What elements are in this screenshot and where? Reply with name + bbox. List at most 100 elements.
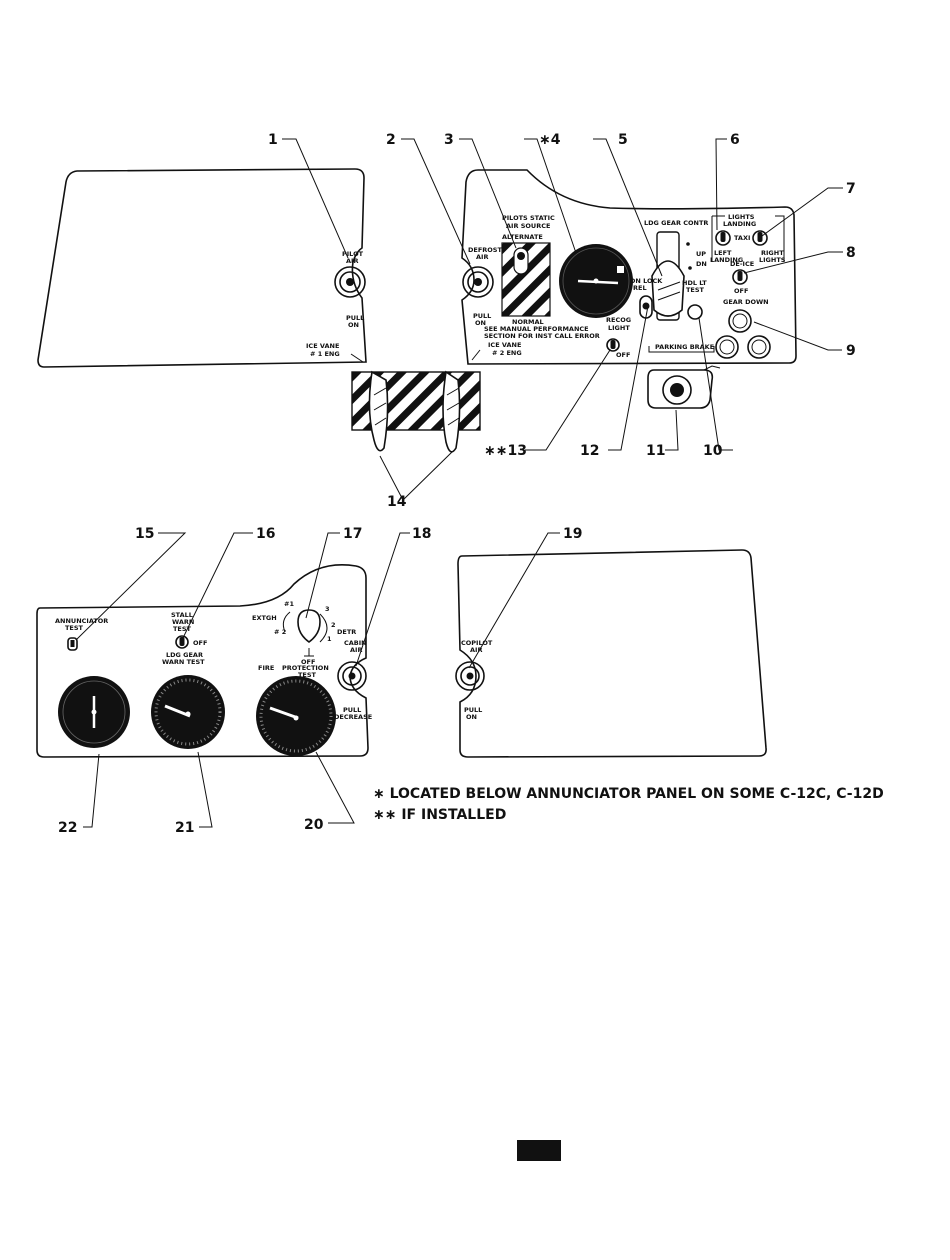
hdl-lt-test-button[interactable] [687, 304, 703, 320]
pilot-air-knob[interactable] [334, 266, 366, 298]
power-lever-right[interactable] [442, 370, 461, 453]
gear-down-light [728, 309, 752, 333]
stall-warn-label-3: TEST [173, 625, 192, 633]
ldg-gear-contr-label: LDG GEAR CONTR [644, 219, 708, 227]
gear-handle[interactable] [651, 260, 685, 317]
right-lights-label-2: LIGHTS [759, 256, 786, 264]
callout-1: 1 [268, 132, 278, 148]
extgh-label: EXTGH [252, 614, 277, 622]
ldg-gear-warn-label-2: WARN TEST [162, 658, 205, 666]
center-subpanel: DEFROST AIR PULL ON PILOTS STATIC AIR SO… [461, 169, 797, 365]
callout-22: 22 [58, 820, 77, 836]
defrost-label: DEFROST [468, 246, 502, 254]
fp-test-label: TEST [298, 671, 317, 679]
ice-vane-1-label-2: # 1 ENG [310, 350, 340, 358]
callout-numbers: 1 2 3 ∗4 5 6 7 8 9 10 11 12 ∗∗13 14 15 1… [58, 132, 856, 836]
right-subpanel: COPILOT AIR PULL ON [455, 549, 767, 758]
callout-9: 9 [846, 343, 856, 359]
deice-off-label: OFF [734, 287, 748, 295]
cabin-air-label-2: AIR [350, 646, 362, 654]
gauge-4 [559, 244, 633, 318]
annunciator-test-switch[interactable] [67, 637, 78, 651]
callout-11: 11 [646, 443, 665, 459]
gear-dn-label: DN [696, 260, 707, 268]
pilot-air-label-2: AIR [346, 257, 358, 265]
stall-off-label: OFF [193, 639, 207, 647]
callout-16: 16 [256, 526, 275, 542]
lower-left-subpanel: ANNUNCIATOR TEST STALL WARN TEST OFF LDG… [36, 564, 372, 758]
callout-13: ∗∗13 [484, 443, 527, 459]
ice-vane-1-label: ICE VANE [306, 342, 339, 350]
manual-note: SEE MANUAL PERFORMANCE [484, 325, 589, 333]
footnote-1: ∗ LOCATED BELOW ANNUNCIATOR PANEL ON SOM… [373, 786, 884, 802]
left-subpanel: PILOT AIR PULL ON ICE VANE # 1 ENG [37, 168, 367, 368]
detr-label: DETR [337, 628, 356, 636]
callout-18: 18 [412, 526, 431, 542]
gear-down-light-right [747, 335, 771, 359]
protection-label: PROTECTION [282, 664, 329, 672]
copilot-pull-label: PULL [464, 706, 482, 714]
recog-off-label: OFF [616, 351, 630, 359]
annunciator-test-label-2: TEST [65, 624, 84, 632]
page-number-tab [517, 1140, 561, 1161]
ice-vane-2-label: ICE VANE [488, 341, 521, 349]
left-landing-label-2: LANDING [710, 256, 743, 264]
taxi-label: TAXI [734, 234, 750, 242]
gauge-22 [58, 676, 130, 748]
deice-label: DE-ICE [730, 260, 754, 268]
recog-light-label-2: LIGHT [608, 324, 630, 332]
static-source-label-2: AIR SOURCE [506, 222, 550, 230]
stall-warn-label-2: WARN [172, 618, 194, 626]
detr-3-label: 3 [325, 605, 330, 613]
copilot-air-label: COPILOT [461, 639, 493, 647]
stall-warn-label: STALL [171, 611, 193, 619]
taxi-light-switch[interactable] [752, 230, 768, 246]
deice-switch[interactable] [732, 269, 748, 285]
pilot-air-label: PILOT [342, 250, 364, 258]
callout-20: 20 [304, 817, 324, 833]
dn-lock-label-2: REL [633, 284, 647, 292]
callout-12: 12 [580, 443, 599, 459]
copilot-air-label-2: AIR [470, 646, 482, 654]
gear-up-label: UP [696, 250, 706, 258]
alternate-label: ALTERNATE [502, 233, 543, 241]
normal-label: NORMAL [512, 318, 544, 326]
left-landing-label: LEFT [714, 249, 732, 257]
stall-warn-switch[interactable] [175, 635, 189, 649]
pull-on-label: PULL [346, 314, 364, 322]
callout-8: 8 [846, 245, 856, 261]
ldg-gear-warn-label: LDG GEAR [166, 651, 203, 659]
gear-down-label: GEAR DOWN [723, 298, 769, 306]
power-lever-left[interactable] [368, 370, 389, 452]
callout-10: 10 [703, 443, 723, 459]
copilot-on-label: ON [466, 713, 477, 721]
gear-down-light-left [715, 335, 739, 359]
gauge-20 [256, 676, 336, 756]
ext-2-label: # 2 [274, 628, 286, 636]
lights-label: LIGHTS [728, 213, 755, 221]
hdl-lt-test-label: HDL LT [682, 279, 707, 287]
power-lever-quadrant [351, 370, 481, 453]
recog-light-switch[interactable] [606, 338, 620, 352]
footnote-2: ∗∗ IF INSTALLED [373, 807, 506, 823]
pull-decrease-label-2: DECREASE [334, 713, 372, 721]
center-pull-label: PULL [473, 312, 491, 320]
cabin-air-knob[interactable] [337, 661, 367, 691]
annunciator-test-label: ANNUNCIATOR [55, 617, 108, 625]
pull-on-label-2: ON [348, 321, 359, 329]
callout-14: 14 [387, 494, 407, 510]
callout-5: 5 [618, 132, 628, 148]
fire-label: FIRE [258, 664, 274, 672]
defrost-air-knob[interactable] [462, 266, 494, 298]
ice-vane-2-label-2: # 2 ENG [492, 349, 522, 357]
callout-3: 3 [444, 132, 454, 148]
cabin-air-label: CABIN [344, 639, 367, 647]
fire-protection-test-knob[interactable] [297, 609, 321, 643]
callout-7: 7 [846, 181, 856, 197]
static-source-handle[interactable] [513, 247, 529, 275]
manual-note-2: SECTION FOR INST CALL ERROR [484, 332, 600, 340]
detr-2-label: 2 [331, 621, 336, 629]
parking-brake-label: PARKING BRAKE [655, 343, 714, 351]
left-landing-light-switch[interactable] [715, 230, 731, 246]
